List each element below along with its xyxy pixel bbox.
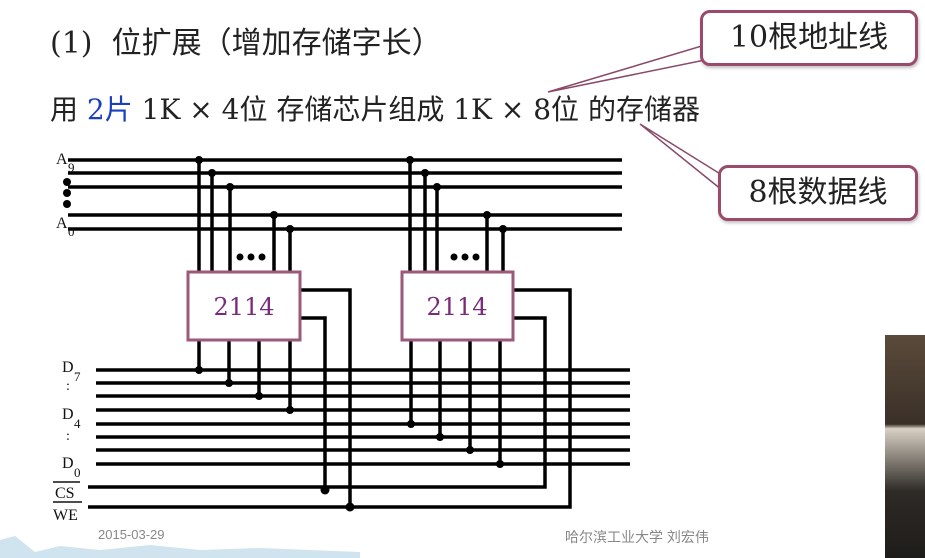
svg-text:4: 4 [74, 416, 81, 431]
svg-text::: : [66, 379, 70, 394]
svg-text:7: 7 [74, 369, 81, 384]
callout-data-lines: 8根数据线 [718, 165, 918, 221]
callout-address-lines: 10根地址线 [700, 10, 918, 66]
svg-text:WE: WE [53, 507, 78, 524]
chip-1: 2114 [186, 270, 302, 342]
svg-text:D: D [62, 455, 74, 472]
svg-text:9: 9 [68, 160, 75, 175]
video-overlay-image [885, 335, 925, 558]
svg-text:CS: CS [55, 485, 75, 502]
svg-text:D: D [62, 406, 74, 423]
subtitle-text: 1K × 4位 存储芯片组成 1K × 8位 的存储器 [132, 93, 700, 126]
svg-text:0: 0 [74, 465, 81, 480]
svg-text::: : [66, 429, 70, 444]
decorative-mountain [0, 536, 360, 558]
footer-date: 2015-03-29 [98, 527, 165, 542]
callout-pointers [547, 43, 723, 192]
svg-text:D: D [62, 359, 74, 376]
chip-1-label: 2114 [213, 293, 274, 321]
slide-title: (1) 位扩展（增加存储字长） [50, 26, 442, 61]
svg-text:0: 0 [68, 224, 75, 239]
chip-2-label: 2114 [426, 293, 487, 321]
subtitle-prefix: 用 [50, 93, 87, 126]
junction-dots [63, 156, 507, 512]
chip-count: 2片 [86, 93, 133, 126]
svg-text:A: A [56, 151, 68, 168]
svg-text:A: A [56, 215, 68, 232]
chip-2: 2114 [400, 270, 515, 342]
slide-subtitle: 用 2片 1K × 4位 存储芯片组成 1K × 8位 的存储器 [50, 88, 700, 128]
footer-author: 哈尔滨工业大学 刘宏伟 [565, 529, 709, 545]
wires [68, 158, 630, 509]
